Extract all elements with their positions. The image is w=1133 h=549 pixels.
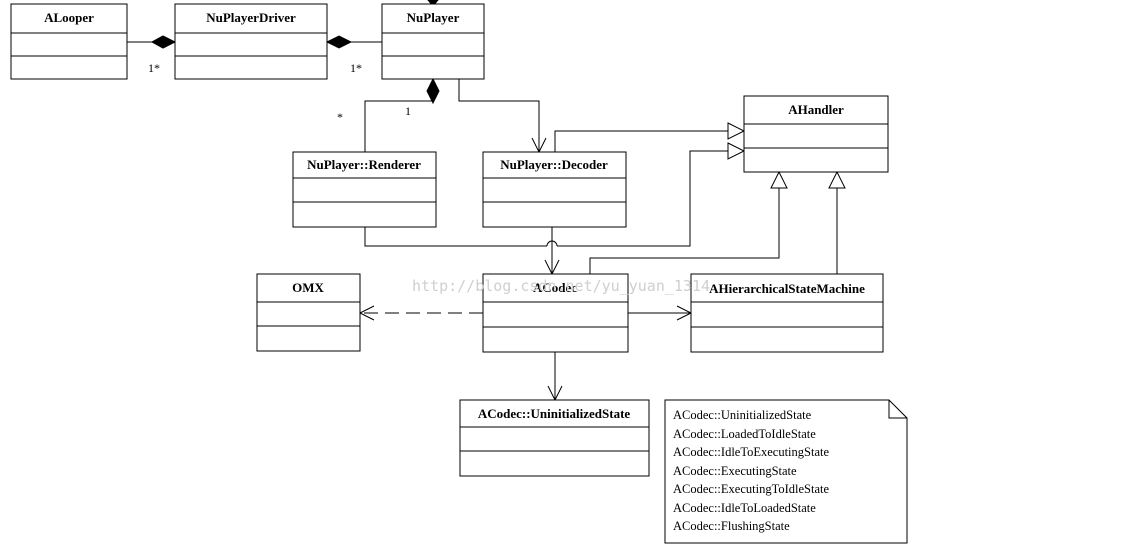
top-diamond-tip bbox=[427, 0, 439, 7]
watermark: http://blog.csdn.net/yu_yuan_1314 bbox=[412, 277, 710, 295]
multiplicity-driver-nuplayer: 1* bbox=[350, 61, 362, 75]
class-statemachine[interactable]: AHierarchicalStateMachine bbox=[690, 273, 884, 353]
nuplayer-decoder-association bbox=[458, 79, 547, 154]
class-renderer[interactable]: NuPlayer::Renderer bbox=[292, 151, 437, 228]
class-name: AHandler bbox=[788, 102, 844, 117]
driver-nuplayer-composition: 1* bbox=[325, 35, 382, 75]
class-decoder[interactable]: NuPlayer::Decoder bbox=[482, 151, 627, 228]
class-acodec[interactable]: ACodec bbox=[482, 273, 629, 353]
class-name: ACodec bbox=[533, 280, 577, 295]
class-name: NuPlayer bbox=[407, 10, 460, 25]
renderer-ahandler-generalization bbox=[364, 142, 746, 247]
note-line: ACodec::ExecutingState bbox=[673, 464, 797, 478]
class-name: ALooper bbox=[44, 10, 94, 25]
acodec-statemachine-association bbox=[628, 305, 693, 321]
class-name: AHierarchicalStateMachine bbox=[709, 281, 865, 296]
multiplicity-renderer-many: * bbox=[337, 110, 343, 124]
class-name: NuPlayer::Renderer bbox=[307, 157, 421, 172]
note-line: ACodec::IdleToExecutingState bbox=[673, 445, 829, 459]
class-nuplayer[interactable]: NuPlayer bbox=[381, 3, 485, 80]
states-note[interactable]: ACodec::UninitializedState ACodec::Loade… bbox=[664, 399, 908, 544]
alooper-driver-composition: 1* bbox=[127, 35, 177, 75]
note-line: ACodec::IdleToLoadedState bbox=[673, 501, 816, 515]
statemachine-ahandler-generalization bbox=[828, 170, 846, 274]
note-line: ACodec::UninitializedState bbox=[673, 408, 812, 422]
acodec-omx-dependency bbox=[358, 305, 483, 321]
class-uninitstate[interactable]: ACodec::UninitializedState bbox=[459, 399, 650, 477]
decoder-ahandler-generalization bbox=[554, 122, 746, 152]
class-nuplayerdriver[interactable]: NuPlayerDriver bbox=[174, 3, 328, 80]
class-name: NuPlayerDriver bbox=[206, 10, 296, 25]
class-name: NuPlayer::Decoder bbox=[500, 157, 608, 172]
class-name: ACodec::UninitializedState bbox=[478, 406, 631, 421]
note-line: ACodec::LoadedToIdleState bbox=[673, 427, 816, 441]
acodec-uninitstate-association bbox=[547, 352, 563, 402]
class-ahandler[interactable]: AHandler bbox=[743, 95, 889, 173]
multiplicity-renderer-one: 1 bbox=[405, 104, 411, 118]
multiplicity-alooper-driver: 1* bbox=[148, 61, 160, 75]
note-line: ACodec::ExecutingToIdleState bbox=[673, 482, 829, 496]
class-name: OMX bbox=[292, 280, 324, 295]
decoder-acodec-association bbox=[544, 227, 560, 276]
class-omx[interactable]: OMX bbox=[256, 273, 361, 352]
note-line: ACodec::FlushingState bbox=[673, 519, 790, 533]
class-alooper[interactable]: ALooper bbox=[10, 3, 128, 80]
nuplayer-renderer-composition: * 1 bbox=[337, 77, 440, 152]
acodec-ahandler-generalization bbox=[589, 170, 788, 274]
